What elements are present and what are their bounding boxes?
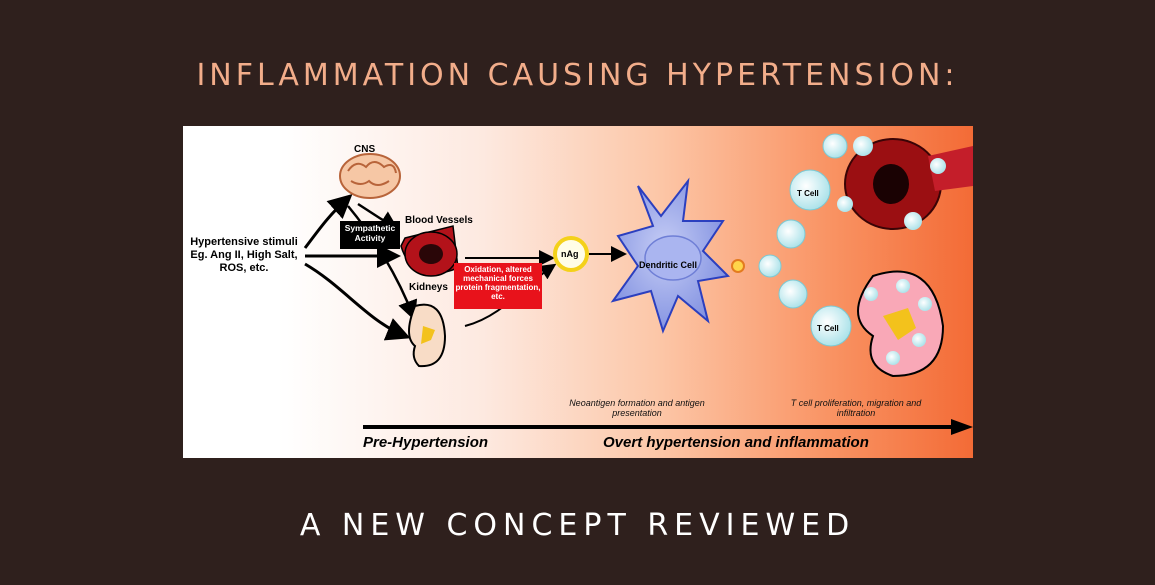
t-cell-label-bottom: T Cell: [817, 324, 839, 333]
presented-antigen-icon: [731, 259, 745, 273]
blood-vessels-label: Blood Vessels: [405, 215, 473, 226]
page-subtitle: A NEW CONCEPT REVIEWED: [299, 508, 856, 543]
t-cell-label-top: T Cell: [797, 189, 819, 198]
pre-hypertension-label: Pre-Hypertension: [363, 434, 489, 451]
blood-vessel-icon: [400, 225, 459, 277]
cns-label: CNS: [354, 144, 376, 155]
timeline-arrow: [363, 419, 973, 435]
overt-hypertension-label: Overt hypertension and inflammation: [603, 434, 869, 451]
nag-label: nAg: [561, 249, 579, 259]
infiltrated-kidney-icon: [857, 270, 945, 378]
kidney-icon: [408, 303, 447, 368]
kidneys-label: Kidneys: [409, 282, 448, 293]
brain-icon: [339, 153, 401, 199]
damage-mechanisms-box: Oxidation, altered mechanical forces pro…: [454, 263, 542, 309]
nag-icon: [553, 236, 589, 272]
tcell-infiltration-note: T cell proliferation, migration and infi…: [790, 398, 922, 418]
infiltrated-artery-icon: [837, 136, 973, 230]
dendritic-cell-icon: [610, 177, 731, 334]
neoantigen-note: Neoantigen formation and antigen present…: [569, 398, 705, 418]
diagram-figure: Hypertensive stimuli Eg. Ang II, High Sa…: [183, 126, 973, 458]
t-cell-group: [758, 133, 852, 347]
stimuli-label: Hypertensive stimuli Eg. Ang II, High Sa…: [190, 236, 298, 274]
sympathetic-activity-label: Sympathetic Activity: [340, 221, 400, 249]
page-title: INFLAMMATION CAUSING HYPERTENSION:: [196, 58, 959, 93]
dendritic-cell-label: Dendritic Cell: [639, 260, 698, 270]
stimuli-arrows: [303, 193, 418, 341]
